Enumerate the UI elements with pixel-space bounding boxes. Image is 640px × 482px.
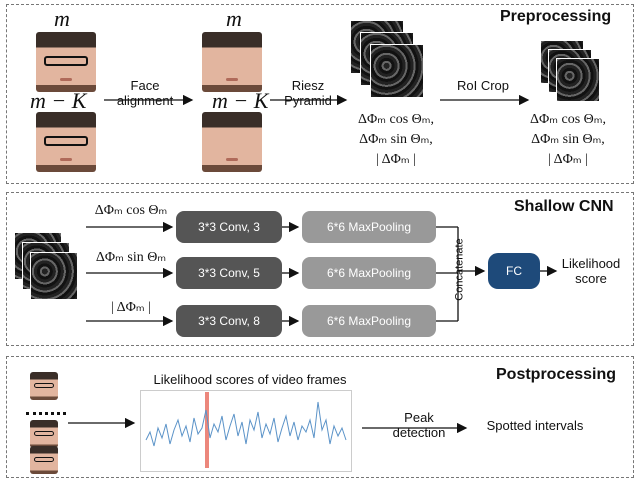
m-label-mid: m [226,6,242,31]
preprocessing-panel [6,4,634,184]
postprocessing-title: Postprocessing [496,366,617,383]
maxpool-box-3: 6*6 MaxPooling [302,305,436,337]
spotted-intervals-label: Spotted intervals [486,418,584,433]
frame-ellipsis-dots [26,412,66,415]
likelihood-score-label: Likelihood score [561,256,621,286]
conv-5-box: 3*3 Conv, 5 [176,257,282,289]
riesz-output-formulas: ΔΦₘ cos Θₘ, ΔΦₘ sin Θₘ, | ΔΦₘ | [358,112,434,167]
mk-label-left: m − K [30,88,87,113]
face-image-m [36,32,96,92]
face-image-m-minus-k [36,112,96,172]
maxpool-box-1: 6*6 MaxPooling [302,211,436,243]
m-label-left: m [54,6,70,31]
likelihood-plot [140,390,352,472]
mk-label-mid: m − K [212,88,269,113]
video-frame-bottom-1 [30,420,58,448]
video-frame-bottom-2 [30,446,58,474]
cnn-input-mag: | ΔΦₘ | [111,300,151,315]
fc-box: FC [488,253,540,289]
maxpool-box-2: 6*6 MaxPooling [302,257,436,289]
preprocessing-title: Preprocessing [500,8,612,25]
video-frame-top [30,372,58,400]
shallow-cnn-title: Shallow CNN [514,198,614,215]
plot-title: Likelihood scores of video frames [153,372,347,387]
face-image-aligned-m [202,32,262,92]
roi-output-formulas: ΔΦₘ cos Θₘ, ΔΦₘ sin Θₘ, | ΔΦₘ | [530,112,606,167]
conv-3-box: 3*3 Conv, 3 [176,211,282,243]
shallow-cnn-panel [6,192,634,346]
face-image-aligned-m-minus-k [202,112,262,172]
postprocessing-panel [6,356,634,478]
roi-crop-label: RoI Crop [456,78,510,93]
conv-8-box: 3*3 Conv, 8 [176,305,282,337]
peak-detection-label: Peak detection [392,410,446,440]
cnn-input-sin: ΔΦₘ sin Θₘ [95,250,167,265]
plot-signal-line [145,401,347,447]
cnn-input-cos: ΔΦₘ cos Θₘ [94,203,168,218]
